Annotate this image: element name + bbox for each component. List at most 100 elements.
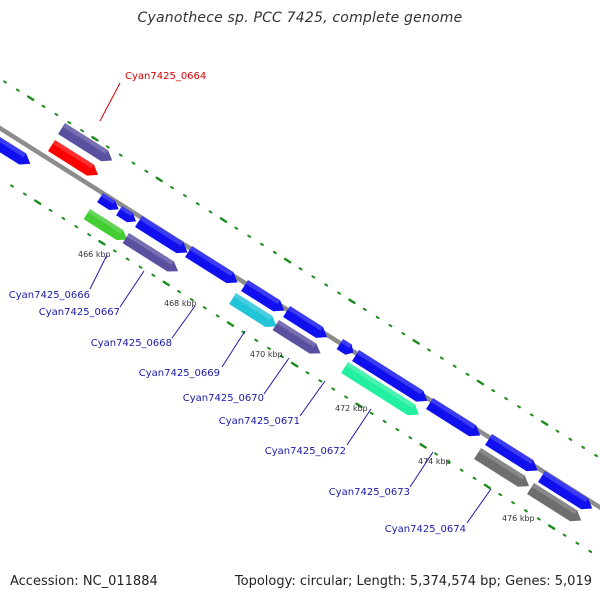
- inner-tick: [562, 533, 567, 537]
- inner-tick: [511, 501, 515, 505]
- outer-tick: [41, 104, 46, 108]
- outer-tick: [427, 348, 431, 352]
- scale-label: 468 kbp: [164, 299, 197, 308]
- gene-arrow: [336, 339, 354, 355]
- gene-shine: [489, 434, 534, 464]
- outer-tick: [27, 95, 35, 102]
- label-leader-line: [89, 254, 108, 290]
- outer-tick: [170, 186, 174, 190]
- gene-arrow: [283, 306, 328, 338]
- gene-arrow: [241, 280, 285, 312]
- gene-shine: [189, 246, 234, 276]
- gene-arrow: [341, 362, 419, 416]
- gene-labels: Cyan7425_0664Cyan7425_0666Cyan7425_0667C…: [9, 71, 492, 535]
- gene-arrow: [229, 293, 277, 327]
- outer-tick: [105, 145, 110, 149]
- inner-tick: [547, 524, 556, 530]
- gene-label: Cyan7425_0672: [265, 446, 346, 457]
- outer-tick: [80, 129, 84, 133]
- gene-arrow: [485, 434, 538, 472]
- gene-label: Cyan7425_0673: [329, 487, 410, 498]
- gene-label: Cyan7425_0671: [219, 416, 300, 427]
- outer-tick: [324, 283, 329, 287]
- gene-arrow: [474, 448, 530, 487]
- outer-tick: [54, 112, 59, 117]
- outer-tick-track: [3, 80, 598, 458]
- gene-label: Cyan7425_0670: [183, 393, 264, 404]
- gene-shine: [233, 293, 273, 320]
- label-leader-line: [299, 380, 326, 417]
- outer-tick: [298, 267, 303, 271]
- gene-shine: [276, 320, 317, 348]
- inner-tick: [267, 346, 271, 350]
- label-leader-line: [263, 357, 290, 395]
- inner-tick: [434, 452, 438, 456]
- scale-label: 474 kbp: [418, 457, 451, 466]
- gene-shine: [531, 483, 578, 515]
- accession-text: Accession: NC_011884: [10, 574, 158, 589]
- inner-tick: [74, 225, 79, 229]
- inner-tick: [483, 483, 492, 490]
- gene-label: Cyan7425_0664: [125, 71, 206, 82]
- gene-arrow: [122, 233, 179, 272]
- topology-summary: Topology: circular; Length: 5,374,574 bp…: [234, 574, 592, 589]
- outer-tick: [272, 250, 277, 255]
- outer-tick: [568, 437, 573, 441]
- inner-tick: [215, 314, 220, 318]
- inner-tick: [61, 216, 66, 221]
- gene-body: [116, 206, 136, 223]
- gene-shine: [430, 398, 477, 430]
- inner-tick: [305, 371, 310, 375]
- inner-tick: [98, 239, 106, 246]
- gene-arrow: [538, 471, 593, 510]
- map-title: Cyanothece sp. PCC 7425, complete genome: [137, 10, 463, 26]
- outer-tick: [529, 413, 534, 417]
- outer-tick: [118, 153, 123, 157]
- outer-tick: [412, 339, 420, 345]
- gene-label: Cyan7425_0667: [39, 307, 120, 318]
- outer-tick: [219, 217, 228, 223]
- gene-body: [283, 306, 328, 338]
- inner-tick: [162, 280, 170, 287]
- gene-shine: [139, 216, 184, 246]
- inner-tick: [575, 541, 580, 545]
- inner-tick: [472, 476, 477, 480]
- gene-body: [97, 193, 119, 210]
- inner-tick: [355, 402, 363, 409]
- gene-body: [58, 123, 113, 162]
- gene-arrow: [0, 137, 31, 165]
- inner-tick: [125, 257, 130, 261]
- inner-tick: [87, 233, 91, 237]
- gene-shine: [52, 140, 94, 169]
- outer-tick: [594, 454, 598, 458]
- gene-arrow: [272, 320, 321, 354]
- inner-tick: [536, 517, 541, 521]
- outer-tick: [517, 405, 521, 409]
- outer-tick: [452, 364, 457, 368]
- gene-body: [336, 339, 354, 355]
- gene-body: [485, 434, 538, 472]
- gene-shine: [87, 209, 123, 234]
- gene-body: [83, 209, 128, 240]
- scale-label: 472 kbp: [335, 404, 368, 413]
- inner-tick: [112, 249, 117, 253]
- inner-tick: [290, 361, 299, 368]
- gene-shine: [100, 193, 116, 204]
- outer-tick: [183, 194, 187, 198]
- inner-tick: [190, 298, 194, 302]
- outer-tick: [247, 234, 252, 238]
- gene-shine: [356, 350, 424, 395]
- scale-label: 466 kbp: [78, 250, 111, 259]
- outer-tick: [91, 135, 99, 142]
- outer-tick: [15, 88, 20, 92]
- gene-body: [272, 320, 321, 354]
- inner-tick: [151, 273, 156, 277]
- gene-body: [122, 233, 179, 272]
- outer-tick: [208, 210, 213, 214]
- outer-tick: [555, 429, 560, 433]
- inner-tick: [588, 549, 593, 553]
- outer-tick: [234, 226, 239, 230]
- outer-tick: [155, 176, 163, 183]
- inner-tick: [279, 354, 284, 359]
- outer-tick: [439, 356, 444, 360]
